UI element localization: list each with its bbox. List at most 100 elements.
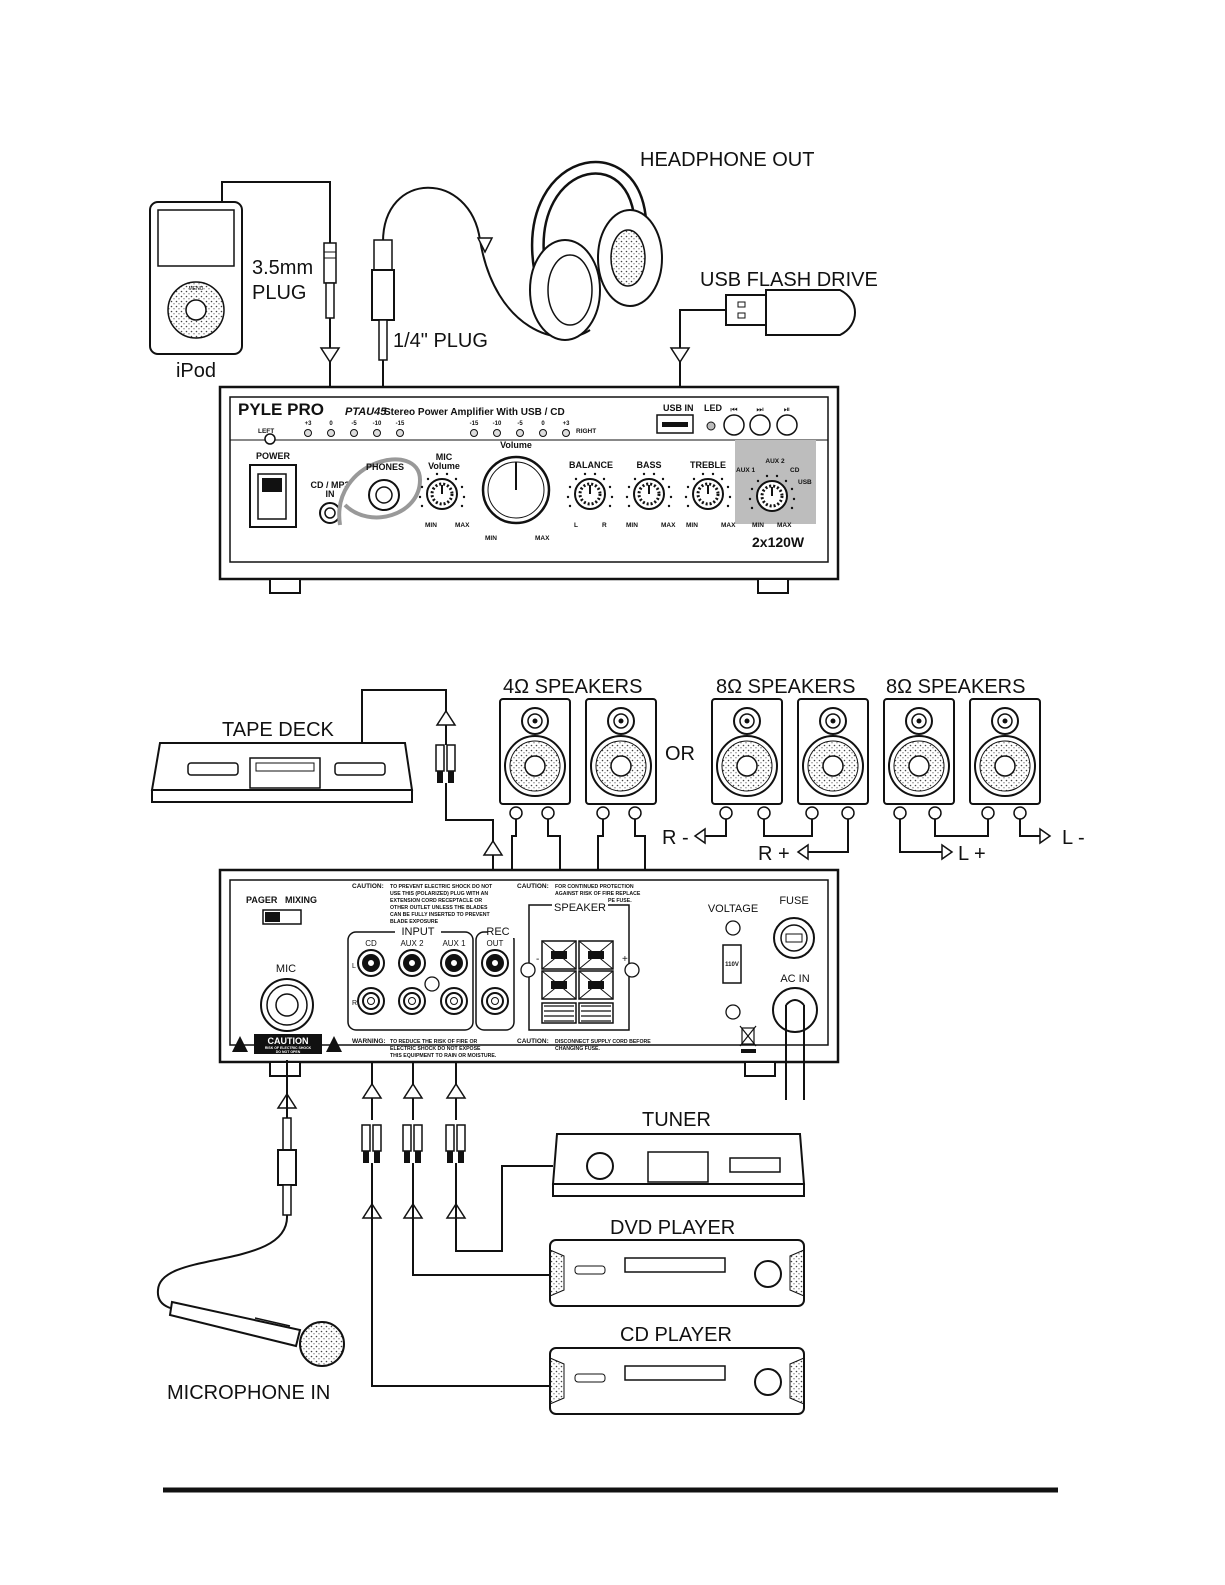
rca-jack[interactable]	[398, 987, 426, 1015]
meter-led	[350, 429, 358, 437]
plug-35mm-icon	[323, 242, 337, 319]
r-minus-label: R -	[662, 827, 689, 849]
mic-volume-label: Volume	[428, 461, 460, 471]
rec-out-label: OUT	[487, 939, 504, 948]
plug-quarter-icon	[371, 239, 395, 361]
model-label: PTAU45	[345, 406, 387, 418]
caution1-heading: CAUTION:	[352, 883, 384, 890]
arrow-down-icon	[669, 347, 691, 364]
next-button[interactable]	[749, 414, 771, 436]
selector-max-label: MAX	[777, 522, 792, 529]
next-icon: ⏭	[756, 405, 763, 414]
tuner-label: TUNER	[642, 1109, 711, 1131]
voltage-label: VOLTAGE	[708, 903, 758, 915]
rca-jack[interactable]	[440, 949, 468, 977]
selector-aux2-label: AUX 2	[765, 458, 785, 465]
screw-icon	[725, 920, 741, 936]
meter-right-tick: +3	[563, 421, 571, 427]
ipod-label: iPod	[176, 360, 216, 382]
master-volume-knob[interactable]	[481, 455, 551, 525]
microphone-icon	[168, 1300, 345, 1367]
usb-cable	[679, 309, 726, 400]
speaker-8ohm-b2	[969, 698, 1041, 805]
meter-right-tick: -10	[493, 421, 502, 427]
caution-box-sub2: DO NOT OPEN	[276, 1050, 301, 1054]
warning-text: WARNING:TO REDUCE THE RISK OF FIRE ORELE…	[352, 1038, 497, 1059]
rca-jack[interactable]	[357, 987, 385, 1015]
treble-max-label: MAX	[721, 522, 736, 529]
warningText-line: TO REDUCE THE RISK OF FIRE OR	[390, 1039, 477, 1045]
volume-max-label: MAX	[535, 535, 550, 542]
speakers-8ohm-a-label: 8Ω SPEAKERS	[716, 676, 855, 698]
rca-jacks	[357, 949, 509, 1015]
treble-min-label: MIN	[686, 522, 698, 529]
prev-icon: ⏮	[730, 405, 737, 414]
arrow-up-icon	[402, 1082, 424, 1099]
rca-r-label: R	[352, 1000, 357, 1007]
tape-cable-out	[361, 689, 447, 745]
selector-min-label: MIN	[752, 522, 764, 529]
meter-led	[304, 429, 312, 437]
l-minus-label: L -	[1062, 827, 1085, 849]
input-group-label: INPUT	[402, 926, 435, 938]
tuner-cable	[455, 1163, 553, 1252]
play-pause-icon: ⏯	[784, 405, 790, 414]
rca-jack[interactable]	[440, 987, 468, 1015]
input-aux2-label: AUX 2	[400, 939, 424, 948]
prev-button[interactable]	[723, 414, 745, 436]
rca-jack[interactable]	[481, 987, 509, 1015]
mic-label: MIC	[436, 452, 453, 462]
plus-terminal-icon	[520, 962, 536, 978]
arrow-down-icon	[319, 347, 341, 364]
speaker-output-terminals[interactable]	[541, 940, 614, 1024]
caution-warning-box	[232, 1034, 342, 1054]
meter-right-tick: 0	[541, 421, 545, 427]
ipod-menu-label: MENU	[189, 286, 204, 292]
arrow-down-icon	[476, 237, 494, 254]
mic-input-jack[interactable]	[260, 978, 314, 1032]
ground-screw-icon	[424, 976, 440, 992]
phones-label: PHONES	[366, 462, 404, 472]
voltage-selector[interactable]	[722, 944, 742, 984]
play-pause-button[interactable]	[776, 414, 798, 436]
caution1-line: EXTENSION CORD RECEPTACLE OR	[390, 898, 482, 904]
meter-led	[327, 429, 335, 437]
meter-left-label: LEFT	[258, 428, 274, 435]
speaker-wire	[808, 819, 849, 853]
usb-flash-drive-icon	[725, 289, 856, 336]
tape-deck-device	[150, 742, 414, 803]
selector-usb-label: USB	[798, 479, 812, 486]
rca-jack[interactable]	[481, 949, 509, 977]
meter-led	[373, 429, 381, 437]
rca-jack[interactable]	[357, 949, 385, 977]
or-label: OR	[665, 743, 695, 765]
balance-r-label: R	[602, 522, 607, 529]
caution1-line: BLADE EXPOSURE	[390, 919, 439, 925]
rca-jack[interactable]	[398, 949, 426, 977]
cd-player-device	[549, 1347, 805, 1415]
meter-led	[539, 429, 547, 437]
speaker-8ohm-b1	[883, 698, 955, 805]
description-label: Stereo Power Amplifier With USB / CD	[384, 407, 565, 418]
dvd-player-device	[549, 1239, 805, 1307]
plus-terminal-icon	[624, 962, 640, 978]
caution1-line: CAN BE FULLY INSERTED TO PREVENT	[390, 912, 490, 918]
volume-label: Volume	[500, 440, 532, 450]
cd-mp3-label: CD / MP3	[310, 480, 349, 490]
bass-min-label: MIN	[626, 522, 638, 529]
warningText-line: THIS EQUIPMENT TO RAIN OR MOISTURE.	[390, 1053, 497, 1059]
caution1-line: TO PREVENT ELECTRIC SHOCK DO NOT	[390, 884, 493, 890]
speakers-4ohm-label: 4Ω SPEAKERS	[503, 676, 642, 698]
fuse-label: FUSE	[779, 895, 808, 907]
fuse-holder[interactable]	[773, 917, 815, 959]
speaker-8ohm-a1	[711, 698, 783, 805]
meter-right-tick: -15	[470, 421, 479, 427]
power-label: POWER	[256, 451, 291, 461]
arrow-up-icon	[361, 1082, 383, 1099]
caution1-line: USE THIS (POLARIZED) PLUG WITH AN	[390, 891, 488, 897]
caution2-heading: CAUTION:	[517, 883, 549, 890]
cd-in-label: IN	[326, 489, 335, 499]
weee-bin-icon	[739, 1025, 757, 1053]
